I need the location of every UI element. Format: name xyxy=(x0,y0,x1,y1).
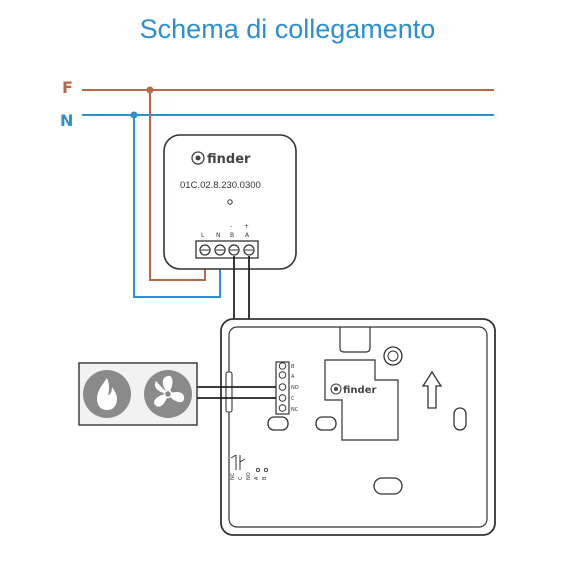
module-terminal-label-b: B xyxy=(230,232,234,239)
thermostat-base: B A NO C NC finder xyxy=(220,318,496,536)
thermo-terminal-b: B xyxy=(291,364,295,370)
module-terminal-label-a: A xyxy=(245,232,250,239)
relay-symbol-icon xyxy=(230,454,246,470)
mount-slot-mid xyxy=(315,416,337,431)
diagram-title: Schema di collegamento xyxy=(139,14,436,44)
thermo-terminal-no: NO xyxy=(291,385,299,391)
bottom-terminal-b: B xyxy=(262,476,268,480)
module-terminal-label-n: N xyxy=(216,232,221,239)
module-body xyxy=(163,134,297,270)
fan-icon xyxy=(144,370,192,418)
neutral-label: N xyxy=(60,111,73,130)
thermostat-brand: finder xyxy=(343,385,376,396)
module-brand: finder xyxy=(207,152,251,167)
phase-label: F xyxy=(62,78,73,97)
module-led xyxy=(227,199,233,205)
module-logo-icon xyxy=(191,151,205,165)
neutral-drop-wire xyxy=(133,115,221,298)
module-terminal-label-l: L xyxy=(201,232,205,239)
mount-hole xyxy=(383,346,403,366)
load-devices xyxy=(78,362,198,426)
bottom-terminal-a: A xyxy=(254,476,260,480)
module-polarity-plus: + xyxy=(244,223,249,230)
up-arrow-icon xyxy=(421,370,443,409)
module-model: 01C.02.8.230.0300 xyxy=(180,180,261,191)
mount-slot-left xyxy=(267,416,289,431)
bottom-terminal-c: C xyxy=(238,476,244,480)
finder-module: finder 01C.02.8.230.0300 - + L N B A xyxy=(163,134,297,270)
mount-slot-bottom xyxy=(373,477,403,495)
thermo-terminal-c: C xyxy=(291,396,295,402)
flame-icon xyxy=(83,370,131,418)
cable-entry xyxy=(225,371,233,413)
thermo-terminal-nc: NC xyxy=(291,407,299,413)
thermostat-logo-icon xyxy=(330,383,342,395)
module-polarity-minus: - xyxy=(230,223,232,230)
thermostat-inner xyxy=(228,326,488,528)
bottom-terminal-no: NO xyxy=(246,472,252,480)
bottom-terminal-nc: NC xyxy=(230,472,236,480)
module-terminal-block xyxy=(195,240,259,259)
recess-area xyxy=(324,359,399,441)
mount-slot-right xyxy=(453,407,467,431)
thermo-terminal-a: A xyxy=(291,374,295,380)
